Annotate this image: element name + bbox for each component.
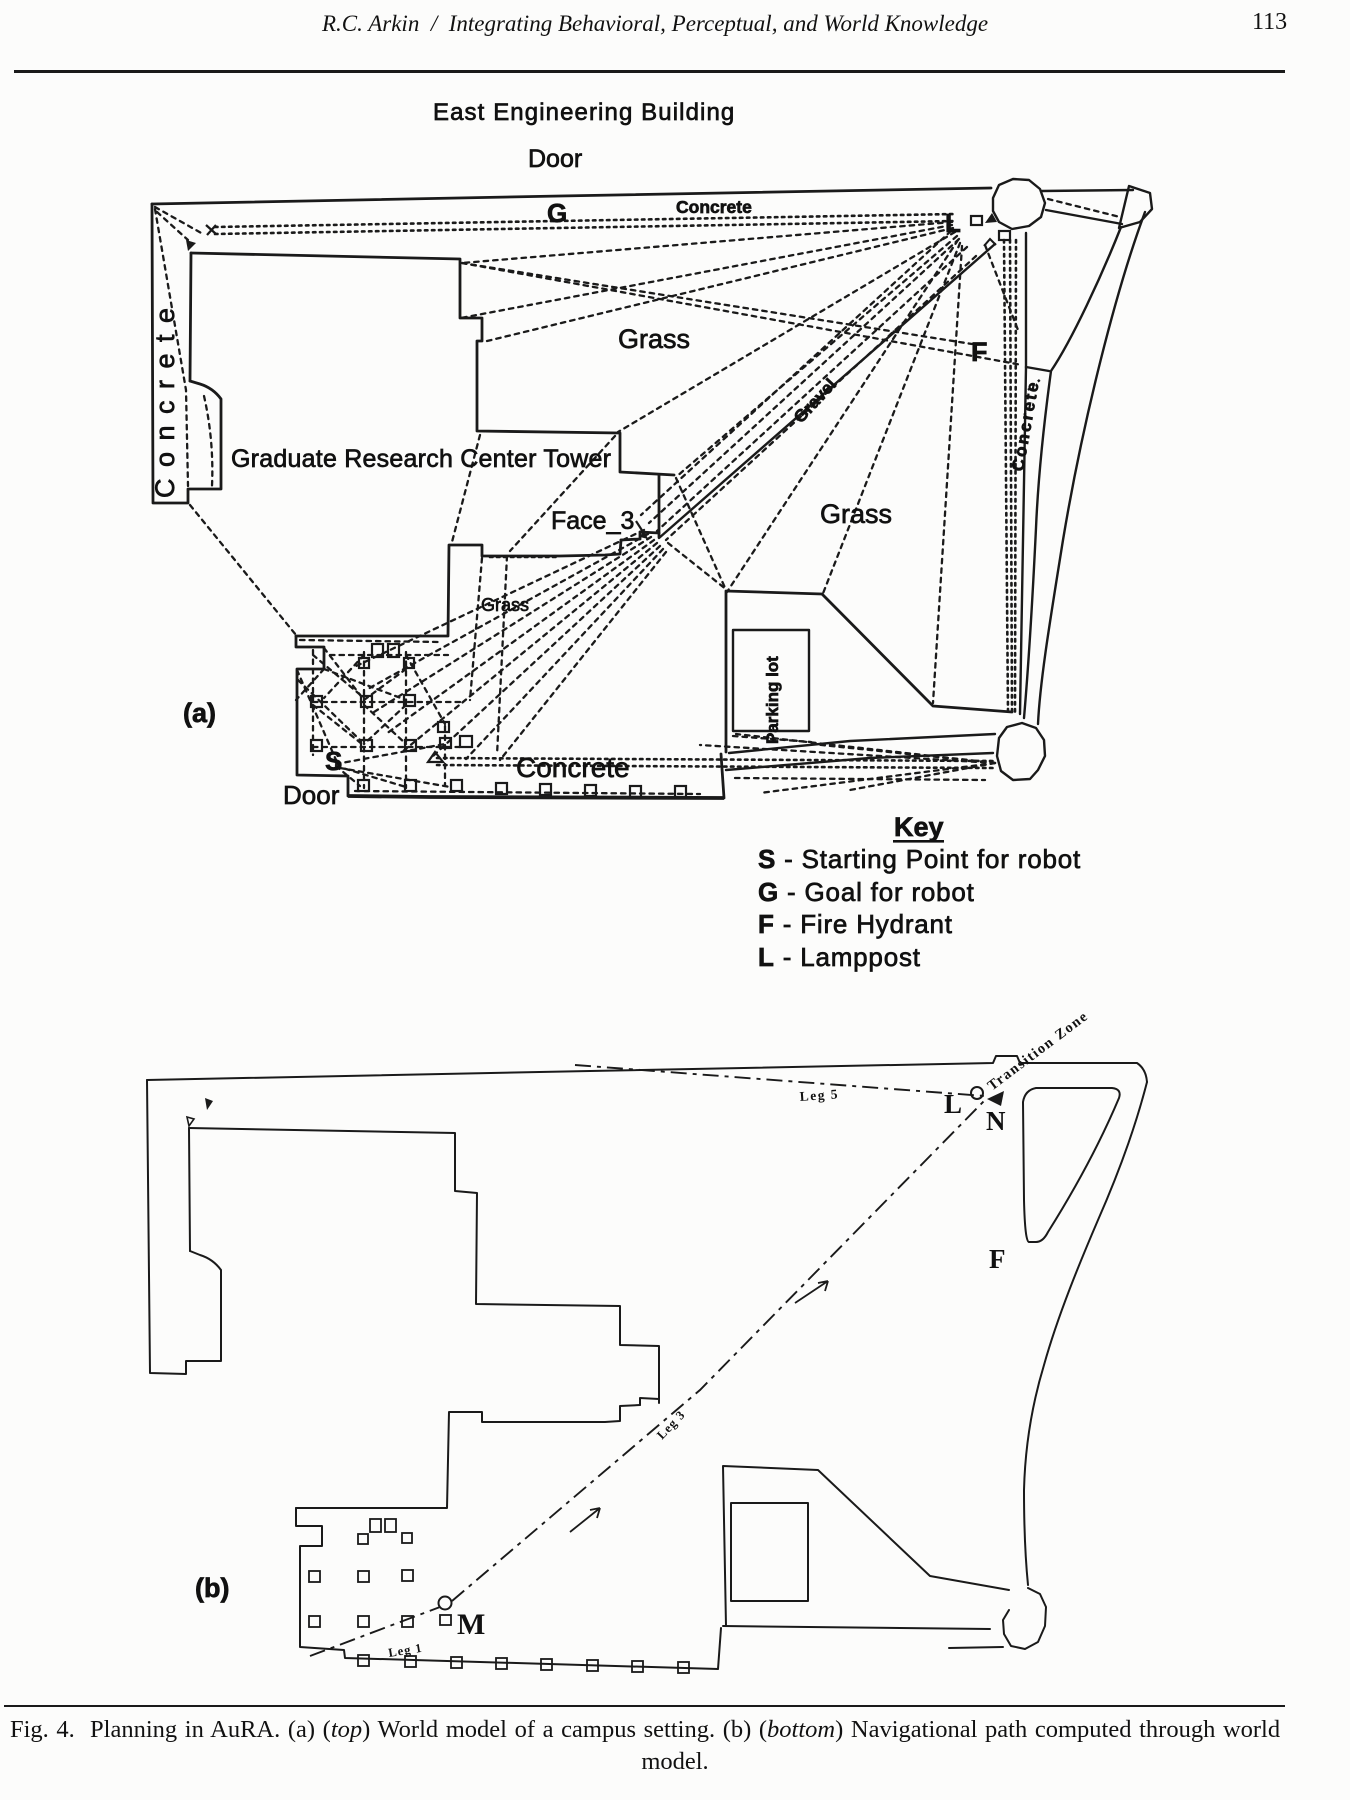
svg-text:F: F bbox=[971, 337, 988, 367]
svg-text:Door: Door bbox=[528, 145, 582, 173]
svg-text:Grass: Grass bbox=[820, 499, 892, 529]
svg-text:Face_3: Face_3 bbox=[551, 507, 634, 535]
svg-text:Parking lot: Parking lot bbox=[763, 656, 782, 744]
svg-text:Concrete: Concrete bbox=[516, 752, 630, 783]
svg-text:S - Starting Point for robot: S - Starting Point for robot bbox=[758, 844, 1081, 874]
svg-text:Leg 1: Leg 1 bbox=[387, 1641, 423, 1660]
svg-text:G - Goal for robot: G - Goal for robot bbox=[758, 877, 975, 907]
svg-text:S: S bbox=[325, 746, 342, 776]
svg-text:East Engineering Building: East Engineering Building bbox=[433, 99, 735, 126]
svg-text:(a): (a) bbox=[183, 698, 216, 728]
svg-text:Concrete: Concrete bbox=[676, 197, 752, 217]
svg-text:(b): (b) bbox=[195, 1573, 229, 1603]
svg-text:Key: Key bbox=[894, 812, 944, 842]
svg-text:F: F bbox=[989, 1244, 1006, 1274]
svg-text:Grass: Grass bbox=[481, 595, 529, 615]
svg-text:F - Fire Hydrant: F - Fire Hydrant bbox=[758, 909, 953, 939]
svg-text:Concrete: Concrete bbox=[150, 306, 180, 498]
svg-text:Transition Zone: Transition Zone bbox=[985, 1008, 1092, 1094]
svg-text:Leg 5: Leg 5 bbox=[799, 1086, 839, 1104]
svg-text:L - Lamppost: L - Lamppost bbox=[758, 942, 921, 972]
svg-text:Graduate Research Center Tower: Graduate Research Center Tower bbox=[231, 445, 611, 473]
svg-text:N: N bbox=[986, 1106, 1006, 1136]
svg-text:G: G bbox=[547, 198, 567, 228]
svg-text:Door: Door bbox=[283, 780, 340, 810]
svg-text:Grass: Grass bbox=[618, 324, 690, 354]
svg-text:L: L bbox=[944, 1089, 962, 1119]
svg-text:L: L bbox=[945, 208, 961, 238]
svg-text:M: M bbox=[457, 1608, 485, 1641]
